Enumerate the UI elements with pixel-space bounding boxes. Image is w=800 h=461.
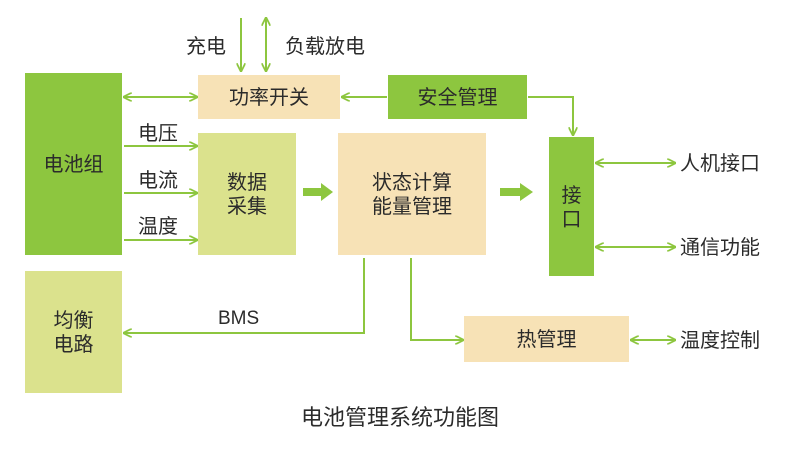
- temperature-label: 温度: [138, 214, 178, 238]
- thermal-arrow: [410, 258, 463, 340]
- balance-circuit-label-1: 均衡: [53, 308, 94, 332]
- thermal-management-block: 热管理: [464, 316, 629, 362]
- state-calc-label-2: 能量管理: [372, 194, 452, 218]
- interface-label-1: 接: [561, 182, 582, 207]
- battery-pack-label: 电池组: [43, 151, 104, 176]
- state-calc-block: 状态计算 能量管理: [338, 133, 486, 255]
- flow-arrow-calc-to-interface: [500, 183, 533, 201]
- temp-control-label: 温度控制: [680, 328, 760, 352]
- state-calc-label-1: 状态计算: [372, 170, 452, 194]
- charge-label: 充电: [186, 34, 226, 58]
- voltage-label: 电压: [138, 121, 178, 145]
- safety-management-block: 安全管理: [388, 75, 527, 119]
- load-discharge-label: 负载放电: [285, 34, 365, 58]
- interface-block: 接 口: [549, 137, 594, 276]
- current-label: 电流: [138, 168, 178, 192]
- flow-arrow-acq-to-calc: [303, 183, 333, 201]
- safety-management-label: 安全管理: [417, 84, 498, 109]
- data-acquisition-label-2: 采集: [227, 194, 267, 218]
- battery-pack-block: 电池组: [25, 73, 122, 255]
- thermal-management-label: 热管理: [516, 326, 577, 351]
- data-acquisition-label-1: 数据: [227, 170, 267, 194]
- power-switch-block: 功率开关: [198, 75, 340, 119]
- balance-circuit-label-2: 电路: [53, 332, 94, 356]
- data-acquisition-block: 数据 采集: [198, 133, 296, 255]
- hmi-label: 人机接口: [680, 151, 760, 175]
- diagram-caption: 电池管理系统功能图: [300, 406, 499, 431]
- bms-label: BMS: [218, 308, 260, 329]
- safety-interface-arrow: [528, 96, 573, 135]
- interface-label-2: 口: [561, 206, 582, 231]
- bms-arrow: [124, 258, 365, 333]
- balance-circuit-block: 均衡 电路: [25, 271, 122, 393]
- comm-label: 通信功能: [680, 235, 760, 259]
- power-switch-label: 功率开关: [229, 84, 309, 109]
